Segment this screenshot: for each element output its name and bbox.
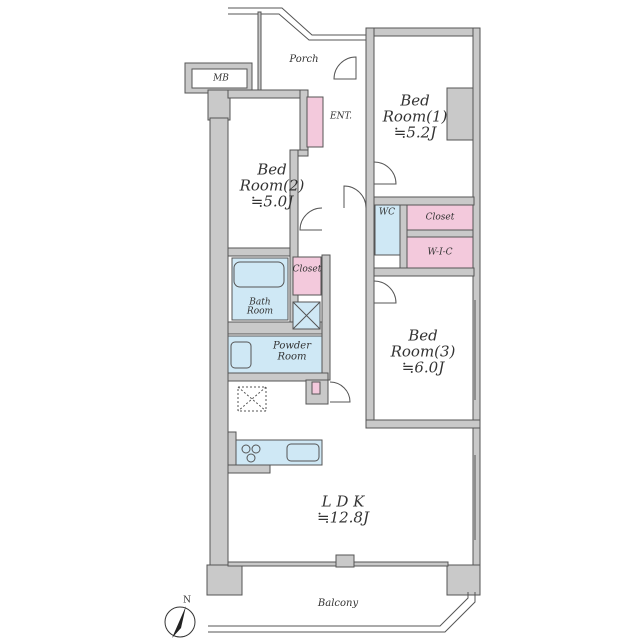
closet1-label: Closet [425, 212, 455, 223]
mb-label: MB [213, 73, 229, 84]
bedroom3-name1: Bed [408, 326, 438, 345]
bedroom2-name1: Bed [257, 160, 287, 179]
bottom-right-pillar [446, 564, 481, 596]
bedroom1-label: Bed Room(1) ≒5.2J [383, 93, 448, 140]
powder-label: Powder Room [272, 340, 312, 363]
closet2-fill [292, 256, 322, 296]
bottom-left-pillar [206, 564, 243, 596]
closet1-fill [406, 204, 474, 231]
powder-name2: Room [277, 351, 307, 362]
closet2-label: Closet [292, 264, 322, 275]
right-wall [472, 27, 481, 589]
bedroom2-label: Bed Room(2) ≒5.0J [240, 162, 305, 209]
balcony-label: Balcony [317, 597, 359, 609]
bedroom1-name2: Room(1) [382, 107, 448, 126]
ent-shoebox [306, 96, 324, 148]
left-wall [209, 117, 229, 569]
wc-label: WC [378, 207, 396, 218]
bedroom-corridor-wall [365, 27, 375, 429]
bedroom1-name1: Bed [400, 91, 430, 110]
porch-wall [257, 11, 262, 93]
bedroom2-size: ≒5.0J [250, 191, 294, 210]
bedroom1-size: ≒5.2J [393, 122, 437, 141]
wc-fill [374, 204, 401, 256]
column [446, 87, 474, 141]
bath-name2: Room [246, 307, 274, 317]
compass-icon [164, 606, 196, 638]
porch-label: Porch [289, 53, 319, 65]
bedroom2-name2: Room(2) [239, 176, 305, 195]
powder-name1: Powder [272, 340, 312, 352]
compass-north-label: N [183, 595, 191, 606]
wic-fill [406, 236, 474, 269]
top-wall-bedroom1 [365, 27, 481, 37]
ldk-name: L D K [321, 492, 365, 511]
bedroom3-size: ≒6.0J [401, 357, 445, 376]
ldk-size: ≒12.8J [317, 508, 369, 526]
bedroom3-label: Bed Room(3) ≒6.0J [391, 328, 456, 375]
bath-label: Bath Room [246, 297, 274, 318]
ldk-label: L D K ≒12.8J [317, 492, 369, 526]
wic-label: W-I-C [427, 247, 453, 258]
bedroom3-name2: Room(3) [390, 342, 456, 361]
bath-name1: Bath [249, 297, 271, 308]
entrance-label: ENT. [330, 111, 352, 122]
